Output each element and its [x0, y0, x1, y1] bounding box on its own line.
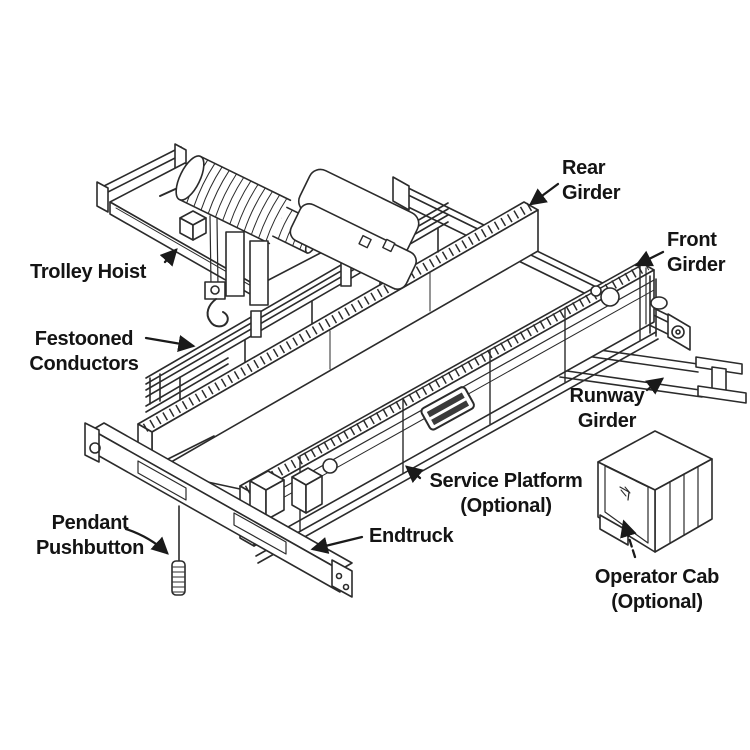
- label-service-platform: Service Platform (Optional): [429, 470, 583, 517]
- label-endtruck: Endtruck: [369, 525, 454, 547]
- label-operator-cab: Operator Cab (Optional): [594, 566, 720, 613]
- endtruck-arrow: [310, 535, 364, 554]
- front-girder-drawing: [239, 261, 668, 564]
- service-platform-arrow: [405, 465, 424, 484]
- hoist-motor: [289, 168, 420, 290]
- label-front-girder: Front Girder: [667, 229, 726, 276]
- rear-girder-arrow: [528, 182, 560, 206]
- label-rear-girder: Rear Girder: [562, 157, 621, 204]
- front-girder-arrow: [634, 250, 665, 267]
- label-runway-girder: Runway Girder: [569, 385, 645, 432]
- pendant-pushbutton-drawing: [171, 505, 186, 596]
- hook-block: [204, 281, 229, 328]
- pendant-pushbutton-arrow: [124, 527, 169, 555]
- manufacturer-nameplate: [420, 386, 475, 431]
- trolley-hoist-arrow: [159, 248, 178, 267]
- label-trolley-hoist: Trolley Hoist: [30, 261, 147, 283]
- endtruck-drawing: [84, 422, 353, 598]
- label-festooned-conductors: Festooned Conductors: [29, 328, 139, 375]
- label-pendant-pushbutton: Pendant Pushbutton: [35, 512, 145, 559]
- service-platform-drawing: [255, 265, 659, 564]
- trolley-hoist-drawing: [96, 143, 420, 328]
- festooned-conductors-arrow: [144, 335, 196, 353]
- runway-girder-arrow: [645, 377, 665, 395]
- operator-cab-drawing: [597, 430, 713, 553]
- operator-cab-arrow: [620, 519, 637, 559]
- callout-arrows: [124, 182, 665, 559]
